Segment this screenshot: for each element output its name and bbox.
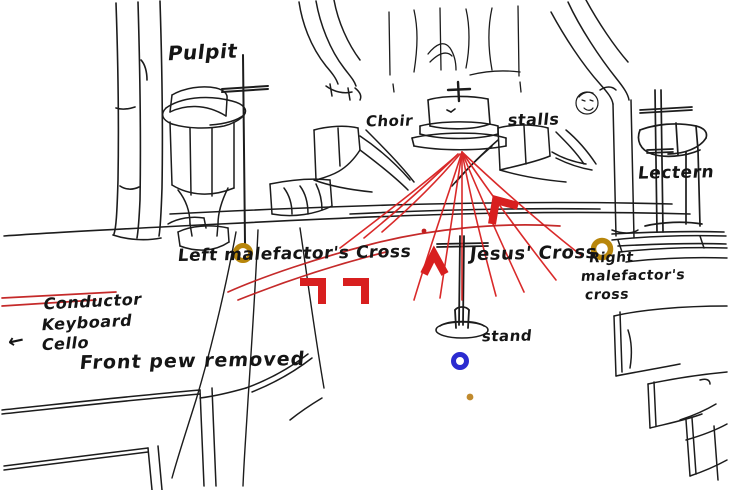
red-ground-sweep-lines bbox=[1, 224, 561, 307]
pulpit-cross bbox=[221, 54, 269, 244]
nave-aisle bbox=[171, 227, 325, 487]
choir-stalls-left bbox=[269, 125, 415, 217]
left-pews bbox=[1, 353, 323, 490]
red-arrowheads bbox=[300, 194, 520, 304]
chancel-floor-lines bbox=[3, 201, 727, 247]
arrow-center bbox=[420, 245, 449, 276]
left-pillar bbox=[112, 0, 164, 241]
left-malefactors-cross-marker bbox=[233, 243, 253, 263]
right-pews bbox=[613, 305, 728, 481]
arrow-right bbox=[488, 194, 520, 225]
right-malefactors-cross-marker bbox=[590, 237, 614, 261]
arch-columns bbox=[298, 0, 362, 101]
arrow-left-outer bbox=[300, 278, 326, 304]
arrow-left-inner bbox=[343, 278, 369, 304]
corbel-head-carving bbox=[575, 91, 599, 115]
right-dais-steps bbox=[611, 234, 728, 263]
altar-cross bbox=[446, 80, 472, 103]
east-window-tracery bbox=[388, 5, 522, 93]
altar bbox=[411, 95, 507, 151]
pulpit-structure bbox=[161, 86, 247, 251]
small-red-dot bbox=[421, 228, 427, 234]
small-gold-position-dot bbox=[466, 393, 474, 401]
cross-stand-base bbox=[435, 320, 489, 339]
lectern bbox=[637, 89, 708, 233]
blue-position-marker bbox=[451, 352, 469, 370]
right-pillar bbox=[550, 0, 639, 239]
